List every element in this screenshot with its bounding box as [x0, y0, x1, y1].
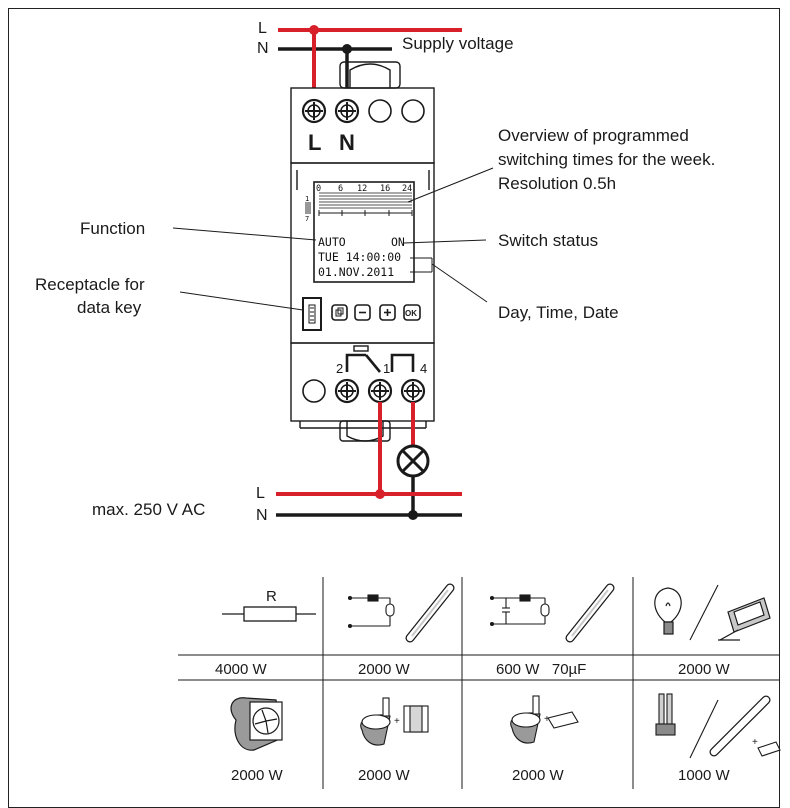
lcd-tick-label: 16: [380, 184, 390, 194]
resistor-label: R: [266, 588, 277, 605]
load-n-label: N: [256, 507, 268, 524]
terminal-2-screw-icon: [334, 378, 360, 404]
compact-fluorescent-icon: [655, 693, 676, 736]
lcd-tick-label: 6: [338, 184, 343, 194]
supply-n-label: N: [257, 40, 269, 57]
ok-icon: OK: [405, 309, 417, 318]
switch-status-callout: Switch status: [498, 231, 598, 250]
separator-slash: [689, 584, 719, 641]
max-voltage-label: max. 250 V AC: [92, 500, 205, 519]
relay-pin-4-label: 4: [420, 361, 427, 376]
load-rating-capacitive: 600 W 70µF: [496, 661, 586, 678]
svg-text:+: +: [544, 714, 550, 725]
capacitive-circuit-icon: [489, 594, 550, 627]
load-rating-resistive: 4000 W: [215, 661, 268, 678]
data-key-receptacle[interactable]: [302, 297, 322, 331]
lcd-day-time: TUE 14:00:00: [318, 250, 401, 264]
lcd-switch-status: ON: [391, 235, 405, 249]
relay-pin-1-label: 1: [383, 361, 390, 376]
load-l-label: L: [256, 485, 265, 502]
day-time-date-callout: Day, Time, Date: [498, 303, 619, 322]
inductive-circuit-icon: [347, 594, 395, 629]
resistor-icon: [222, 606, 316, 622]
overview-callout-line: Overview of programmed: [498, 126, 689, 145]
weekday-scale: [305, 202, 311, 214]
lcd-tick-label: 24: [402, 184, 412, 194]
menu-button[interactable]: [331, 304, 348, 321]
incandescent-bulb-icon: [654, 587, 682, 635]
load-rating-incandescent: 2000 W: [678, 661, 731, 678]
empty-terminal-icon: [368, 99, 392, 123]
plus-icon: [384, 309, 391, 316]
load-table-grid: [178, 577, 780, 789]
fluorescent-tube-icon: [565, 583, 615, 643]
supply-wires: [278, 25, 462, 88]
load-rating-motor: 2000 W: [231, 767, 284, 784]
receptacle-callout-line: Receptacle for: [35, 275, 145, 294]
terminal-1-screw-icon: [367, 378, 393, 404]
relay-pin-2-label: 2: [336, 361, 343, 376]
lcd-date: 01.NOV.2011: [318, 265, 394, 279]
overview-callout-line: switching times for the week.: [498, 150, 715, 169]
low-voltage-halogen-transformer-icon: +: [360, 697, 429, 746]
overview-callout-line: Resolution 0.5h: [498, 174, 616, 193]
low-voltage-halogen-electronic-icon: +: [510, 695, 579, 744]
lcd-tick-label: 12: [357, 184, 367, 194]
empty-terminal-icon: [302, 379, 326, 403]
lcd-display: [313, 181, 415, 283]
load-rating-halogen-electronic: 2000 W: [512, 767, 565, 784]
load-wires: [276, 402, 462, 520]
fluorescent-tube-ballast-icon: +: [709, 695, 781, 757]
timer-device: [290, 61, 435, 442]
load-rating-halogen-transformer: 2000 W: [358, 767, 411, 784]
separator-slash: [689, 699, 719, 759]
function-callout: Function: [80, 219, 145, 238]
top-terminal-l-screw-icon: [301, 98, 327, 124]
fan-icon: [230, 697, 283, 751]
receptacle-callout-line: data key: [77, 298, 142, 317]
svg-text:+: +: [394, 716, 400, 727]
load-rating-inductive: 2000 W: [358, 661, 411, 678]
ok-button[interactable]: OK: [403, 304, 421, 321]
lcd-tick-label: 0: [316, 184, 321, 194]
terminal-n-label: N: [339, 130, 355, 155]
callout-lines: [172, 167, 494, 311]
terminal-4-screw-icon: [400, 378, 426, 404]
minus-button[interactable]: [354, 304, 371, 321]
wiring-diagram: L N Supply voltage L N: [35, 20, 781, 789]
plus-button[interactable]: [379, 304, 396, 321]
supply-voltage-label: Supply voltage: [402, 34, 514, 53]
halogen-floodlight-icon: [718, 597, 771, 641]
lamp-icon: [396, 444, 430, 478]
weekday-first-label: 1: [305, 195, 309, 203]
svg-text:+: +: [752, 737, 758, 748]
lcd-mode: AUTO: [318, 235, 346, 249]
top-terminal-n-screw-icon: [334, 98, 360, 124]
fluorescent-tube-icon: [405, 583, 455, 643]
relay-contact: [345, 353, 415, 373]
empty-terminal-icon: [401, 99, 425, 123]
weekday-last-label: 7: [305, 215, 309, 223]
terminal-l-label: L: [308, 130, 321, 155]
load-rating-fluorescent: 1000 W: [678, 767, 731, 784]
supply-l-label: L: [258, 20, 267, 37]
